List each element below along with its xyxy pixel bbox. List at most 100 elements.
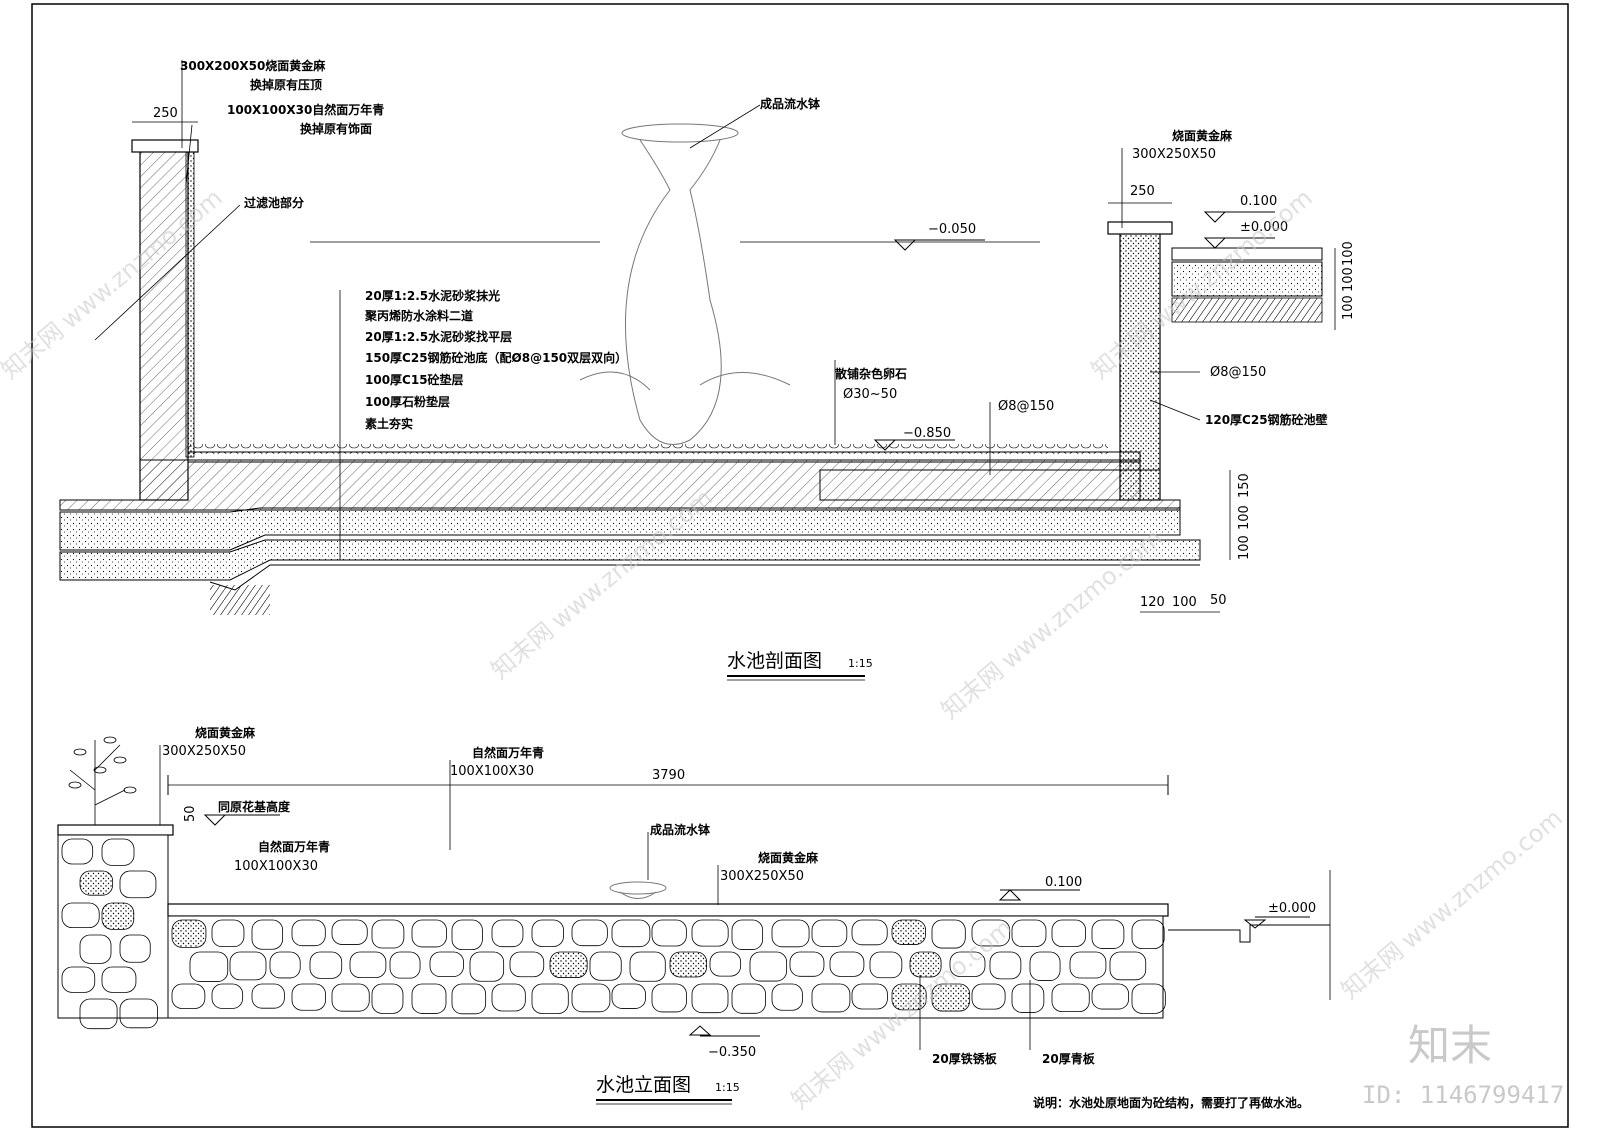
stone: [1029, 951, 1061, 981]
stone: [211, 983, 244, 1009]
section-rebar-wall: Ø8@150: [1210, 365, 1266, 380]
stone: [789, 951, 825, 977]
stone: [411, 919, 447, 948]
section-scale: 1:15: [848, 657, 873, 670]
elevation-level-zero: ±0.000: [1268, 901, 1316, 916]
stone: [331, 919, 368, 945]
section-level-top: 0.100: [1240, 194, 1277, 209]
stone: [749, 951, 788, 982]
stone: [251, 983, 285, 1009]
dim-value: 100: [1172, 595, 1197, 610]
section-left-coping-spec: 300X200X50烧面黄金麻: [180, 58, 326, 73]
layer-item: 聚丙烯防水涂料二道: [364, 308, 473, 323]
soil-hatch: [210, 585, 270, 615]
section-left-facing-note: 换掉原有饰面: [300, 121, 372, 136]
right-ground-step: [1168, 924, 1330, 943]
dim-value: 100: [1341, 295, 1356, 320]
stone: [989, 951, 1022, 980]
stone: [1051, 919, 1087, 948]
stone: [709, 951, 742, 977]
stone: [1091, 983, 1130, 1010]
stone: [211, 919, 245, 948]
stone: [291, 983, 326, 1011]
stone: [1091, 919, 1125, 949]
stone: [669, 951, 708, 978]
elevation-leader-lines: [159, 745, 1031, 1050]
stone: [309, 951, 343, 979]
section-rebar-bottom: Ø8@150: [998, 399, 1054, 414]
left-wall: [139, 149, 189, 501]
elevation-coping-spec: 烧面黄金麻: [758, 850, 819, 865]
stone: [119, 934, 151, 963]
stone: [971, 983, 1006, 1010]
pool-coping: [167, 903, 1169, 917]
stone: [1011, 919, 1047, 948]
stone: [491, 983, 526, 1012]
stone-powder-bed: [59, 539, 1201, 581]
elevation-facing-spec-top: 自然面万年青: [472, 745, 544, 760]
section-wall-label: 120厚C25钢筋砼池壁: [1205, 412, 1328, 427]
stone: [971, 919, 1011, 947]
stone: [61, 966, 96, 993]
right-coping: [1107, 221, 1173, 235]
stone: [811, 919, 848, 947]
section-dim-left-wall: 250: [153, 106, 178, 121]
stone: [101, 838, 135, 866]
elevation-facing-size-top: 100X100X30: [450, 764, 534, 779]
stone: [891, 919, 927, 945]
section-level-zero: ±0.000: [1240, 220, 1288, 235]
brand-watermark: 知末: [1408, 1021, 1492, 1070]
stone: [171, 919, 207, 948]
elevation-dim-50: 50: [183, 805, 198, 822]
stone: [229, 951, 267, 981]
stone: [101, 902, 135, 930]
stone: [931, 983, 971, 1012]
stone: [691, 983, 729, 1014]
section-right-vertical-dims-top: 100 100 100: [1341, 241, 1356, 320]
stone: [269, 951, 301, 979]
stone: [1069, 951, 1107, 979]
stone: [829, 951, 865, 977]
dimension-lines: [132, 121, 1336, 613]
stone-facing: [61, 838, 1166, 1030]
stone: [931, 919, 966, 949]
layer-item: 150厚C25钢筋砼池底（配Ø8@150双层双向）: [365, 350, 627, 365]
stone: [549, 951, 588, 978]
elevation-panel-green: 20厚青板: [1042, 1051, 1096, 1066]
elevation-total-length: 3790: [652, 768, 685, 783]
pool-floor-slab: [59, 459, 1181, 511]
elevation-planter-note: 同原花基高度: [218, 799, 291, 814]
section-right-coping-spec: 烧面黄金麻: [1172, 128, 1233, 143]
layer-item: 100厚石粉垫层: [365, 394, 450, 409]
stone: [691, 919, 729, 947]
compacted-soil: [209, 564, 1200, 591]
stone: [909, 951, 942, 978]
elevation-left-coping-spec: 烧面黄金麻: [195, 725, 256, 740]
elevation-top-level-marker: [998, 889, 1022, 901]
stone: [651, 919, 687, 947]
dim-value: 100: [1237, 535, 1252, 560]
section-pebble-label: 散铺杂色卵石: [835, 366, 907, 381]
stone: [611, 983, 646, 1009]
stone: [869, 951, 903, 979]
section-bottom-dims: 120 100 50: [1140, 593, 1227, 610]
elevation-drawing: [57, 736, 1331, 1050]
stone: [1131, 983, 1166, 1014]
stone: [571, 983, 611, 1013]
dim-value: 100: [1341, 267, 1356, 292]
elevation-scale: 1:15: [715, 1081, 740, 1094]
right-paving: [1171, 247, 1323, 261]
elevation-level-bottom: −0.350: [708, 1045, 756, 1060]
layer-item: 素土夯实: [365, 416, 413, 431]
stone: [101, 966, 137, 993]
elevation-title: 水池立面图: [596, 1074, 691, 1096]
water-level-marker: [893, 239, 917, 251]
section-pebble-size: Ø30~50: [843, 387, 897, 402]
fountain-bowl: [579, 123, 791, 445]
stone: [1131, 919, 1165, 949]
dim-value: 150: [1237, 473, 1252, 498]
stone: [611, 919, 651, 948]
section-drawing: [59, 60, 1336, 615]
elevation-facing-size-left: 100X100X30: [234, 859, 318, 874]
